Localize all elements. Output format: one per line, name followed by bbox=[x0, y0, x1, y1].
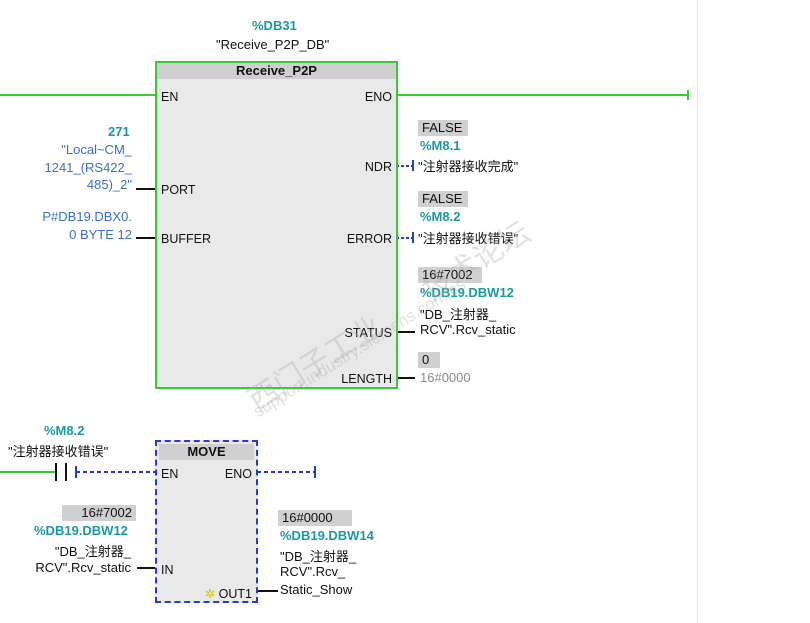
out1-operand-line3[interactable]: Static_Show bbox=[280, 582, 353, 597]
buffer-operand-line1[interactable]: P#DB19.DBX0. bbox=[42, 209, 132, 224]
pin-buffer: BUFFER bbox=[161, 232, 211, 246]
in-operand-line2[interactable]: RCV".Rcv_static bbox=[35, 560, 131, 575]
receive-block-title: Receive_P2P bbox=[157, 63, 396, 79]
move-pin-eno: ENO bbox=[224, 467, 252, 481]
status-operand-line2[interactable]: RCV".Rcv_static bbox=[420, 322, 516, 337]
receive-instance-name[interactable]: "Receive_P2P_DB" bbox=[216, 37, 330, 52]
port-operand-line2[interactable]: 1241_(RS422_ bbox=[44, 160, 132, 175]
out1-monitor-value: 16#0000 bbox=[278, 510, 352, 526]
status-monitor-value: 16#7002 bbox=[418, 267, 482, 283]
ndr-address: %M8.1 bbox=[420, 138, 461, 153]
receive-instance-address: %DB31 bbox=[252, 18, 297, 33]
length-monitor-value: 0 bbox=[418, 352, 440, 368]
contact-address: %M8.2 bbox=[44, 423, 85, 438]
in-address: %DB19.DBW12 bbox=[34, 523, 128, 538]
port-operand-line1[interactable]: "Local~CM_ bbox=[61, 142, 132, 157]
ndr-monitor-value: FALSE bbox=[418, 120, 468, 136]
move-block-title: MOVE bbox=[159, 444, 254, 460]
buffer-operand-line2[interactable]: 0 BYTE 12 bbox=[69, 227, 132, 242]
pin-eno: ENO bbox=[364, 90, 392, 104]
receive-p2p-block[interactable]: Receive_P2P EN ENO PORT BUFFER NDR ERROR… bbox=[155, 61, 398, 389]
in-operand-line1[interactable]: "DB_注射器_ bbox=[54, 544, 131, 559]
pin-status: STATUS bbox=[344, 326, 392, 340]
error-address: %M8.2 bbox=[420, 209, 461, 224]
add-output-star-icon[interactable]: ✲ bbox=[204, 587, 216, 601]
pin-port: PORT bbox=[161, 183, 196, 197]
out1-operand-line2[interactable]: RCV".Rcv_ bbox=[280, 564, 346, 579]
out1-address: %DB19.DBW14 bbox=[280, 528, 374, 543]
status-address: %DB19.DBW12 bbox=[420, 285, 514, 300]
port-operand-line3[interactable]: 485)_2" bbox=[86, 177, 132, 192]
pin-en: EN bbox=[161, 90, 179, 104]
pin-error: ERROR bbox=[346, 232, 392, 246]
error-monitor-value: FALSE bbox=[418, 191, 468, 207]
out1-operand-line1[interactable]: "DB_注射器_ bbox=[280, 549, 357, 564]
move-pin-en: EN bbox=[161, 467, 179, 481]
port-value: 271 bbox=[108, 124, 130, 139]
pin-ndr: NDR bbox=[364, 160, 392, 174]
in-monitor-value: 16#7002 bbox=[62, 505, 136, 521]
move-block[interactable]: MOVE EN ENO IN ✲ OUT1 bbox=[155, 440, 258, 603]
pin-length: LENGTH bbox=[341, 372, 392, 386]
right-panel bbox=[697, 0, 810, 623]
status-operand-line1[interactable]: "DB_注射器_ bbox=[420, 307, 497, 322]
ndr-operand[interactable]: "注射器接收完成" bbox=[418, 159, 519, 174]
contact-operand[interactable]: "注射器接收错误" bbox=[8, 444, 109, 459]
error-operand[interactable]: "注射器接收错误" bbox=[418, 231, 519, 246]
length-operand[interactable]: 16#0000 bbox=[420, 370, 471, 385]
move-pin-out1: ✲ OUT1 bbox=[205, 586, 252, 601]
move-pin-in: IN bbox=[161, 563, 174, 577]
move-pin-out1-label: OUT1 bbox=[218, 587, 252, 601]
